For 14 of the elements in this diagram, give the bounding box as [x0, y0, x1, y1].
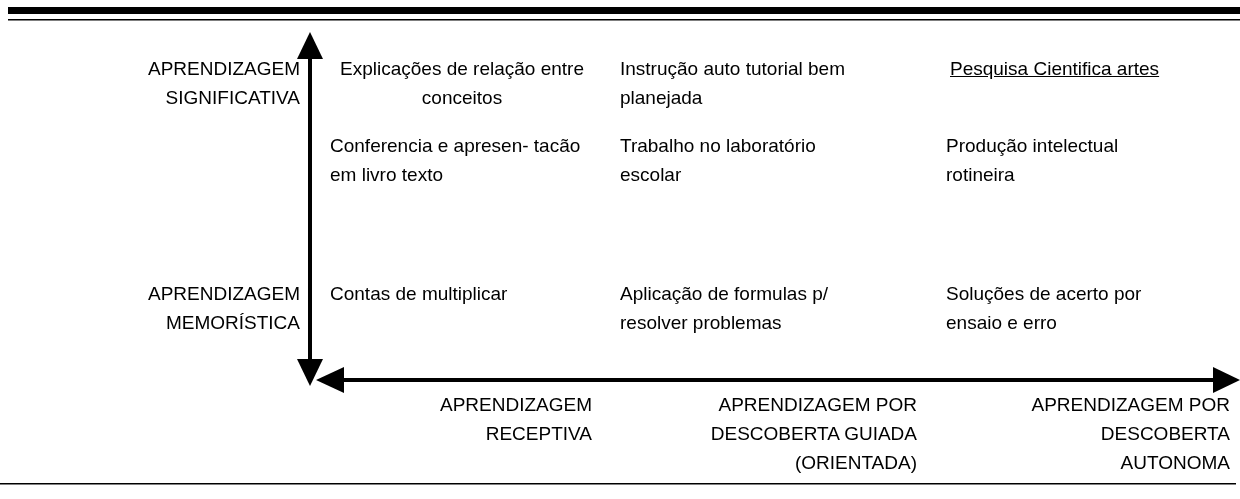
axis-label: APRENDIZAGEM MEMORÍSTICA [146, 282, 300, 335]
axis-label: APRENDIZAGEM SIGNIFICATIVA [146, 57, 300, 110]
quadrant-text: Soluções de acerto por ensaio e erro [946, 282, 1143, 335]
quadrant-text: Produção intelectual rotineira [946, 134, 1120, 187]
quadrant-text: Aplicação de formulas p/ resolver problemas [620, 282, 830, 335]
quadrant-text: Instrução auto tutorial bem planejada [620, 57, 846, 110]
quadrant-text: Pesquisa Cientifica artes [950, 57, 1161, 81]
axis-label: APRENDIZAGEM RECEPTIVA [438, 393, 592, 446]
quadrant-text: Contas de multiplicar [330, 282, 509, 306]
quadrant-text: Explicações de relação entre conceitos [339, 57, 585, 110]
axis-label: APRENDIZAGEM POR DESCOBERTA AUTONOMA [1030, 393, 1230, 475]
axis-label: APRENDIZAGEM POR DESCOBERTA GUIADA (ORIENTADA) [709, 393, 917, 475]
quadrant-text: Trabalho no laboratório escolar [620, 134, 817, 187]
quadrant-text: Conferencia e apresen- tacão em livro texto [330, 134, 582, 187]
